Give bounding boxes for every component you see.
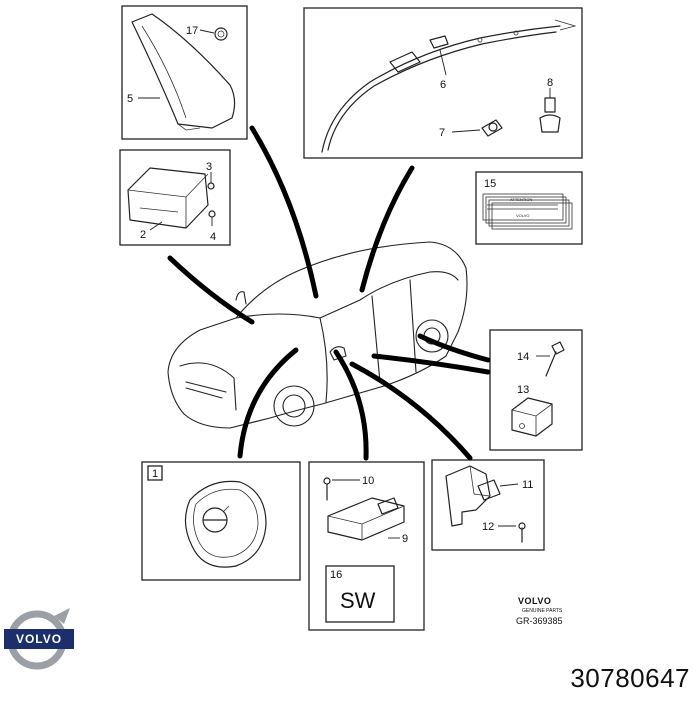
software-label: SW (340, 588, 376, 613)
stamp-reference: GR-369385 (516, 616, 563, 626)
callout-7: 7 (439, 127, 445, 139)
callout-14: 14 (517, 351, 529, 363)
box-front-sensor: 11 12 (431, 459, 545, 551)
box-steering-airbag: 1 (141, 461, 301, 581)
label-card-title: ATTENTION (510, 197, 532, 202)
callout-5: 5 (127, 93, 133, 105)
box-warning-labels: ATTENTION VOLVO 15 (475, 171, 583, 245)
callout-17: 17 (186, 25, 198, 37)
callout-3: 3 (206, 161, 212, 173)
callout-2: 2 (140, 229, 146, 241)
genuine-parts-stamp: VOLVO GENUINE PARTS GR-369385 (516, 596, 563, 626)
logo-wordmark: VOLVO (16, 632, 62, 646)
callout-10: 10 (362, 475, 374, 487)
stamp-subtitle: GENUINE PARTS (522, 608, 563, 614)
stamp-brand: VOLVO (518, 596, 551, 606)
callout-11: 11 (522, 479, 533, 491)
callout-4: 4 (210, 231, 216, 243)
callout-12: 12 (482, 521, 494, 533)
label-card-brand: VOLVO (516, 213, 530, 218)
callout-13: 13 (517, 384, 529, 396)
callout-9: 9 (402, 533, 408, 545)
box-pillar-trim: 17 5 (121, 5, 248, 140)
box-side-sensor: 14 13 (489, 329, 583, 451)
part-number: 30780647 (570, 663, 690, 693)
callout-1: 1 (152, 468, 158, 480)
pointer-arrows (167, 125, 491, 461)
callout-6: 6 (440, 79, 446, 91)
box-passenger-airbag: 3 4 2 (119, 149, 231, 246)
volvo-logo: VOLVO (4, 608, 74, 670)
box-curtain-airbag: 6 7 8 (303, 7, 583, 159)
callout-15: 15 (484, 178, 496, 190)
callout-16: 16 (330, 569, 342, 581)
car-outline (167, 241, 468, 429)
box-control-module: 10 9 16 SW (308, 461, 425, 631)
callout-8: 8 (547, 77, 553, 89)
